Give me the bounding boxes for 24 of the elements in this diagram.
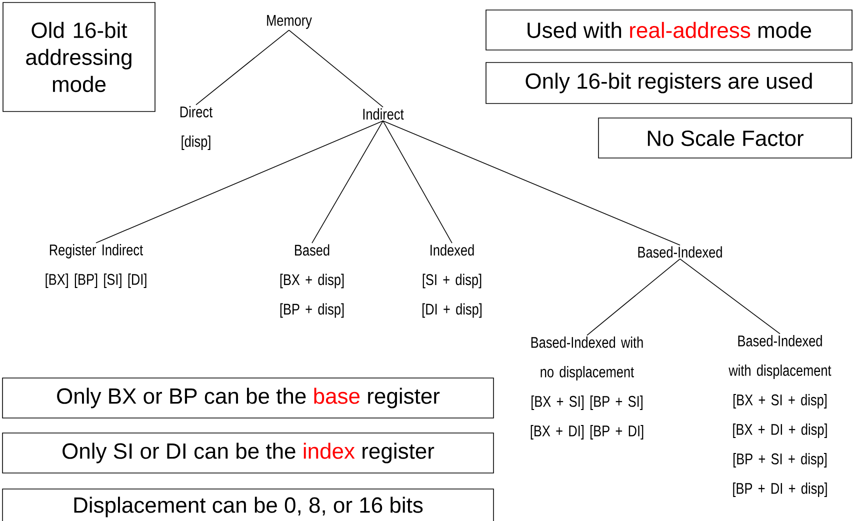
tree-line: [586, 258, 680, 336]
statement-box: Used with real-address mode: [486, 10, 852, 50]
statement-box: Only SI or DI can be the index register: [2, 432, 494, 474]
tree-line: [196, 30, 290, 106]
tree-line: [96, 120, 384, 244]
tree-line: [288, 30, 384, 108]
tree-label: Based [BX + disp] [BP + disp]: [280, 244, 344, 318]
tree-label: Based-Indexed: [638, 246, 722, 258]
tree-line: [382, 120, 452, 244]
tree-line: [680, 258, 780, 334]
tree-label: Direct [disp]: [180, 106, 212, 150]
statement-box: Old 16-bit addressing mode: [2, 2, 156, 112]
tree-label: Based-Indexed with no displacement [BX + SI] [BP + SI] [BX + DI] [BP + DI]: [530, 336, 644, 440]
tree-label: Indirect: [363, 108, 404, 120]
statement-box: No Scale Factor: [598, 118, 852, 158]
tree-label: Based-Indexed with displacement [BX + SI + disp] [BX + DI + disp] [BP + SI + disp] [BP + DI + disp]: [728, 335, 832, 497]
tree-label: Memory: [267, 15, 312, 29]
tree-label: Register Indirect [BX] [BP] [SI] [DI]: [46, 244, 146, 288]
statement-box: Displacement can be 0, 8, or 16 bits: [2, 488, 494, 521]
tree-label: Indexed [SI + disp] [DI + disp]: [422, 244, 482, 318]
tree-line: [312, 120, 384, 244]
tree-line: [382, 120, 680, 246]
statement-box: Only BX or BP can be the base register: [2, 378, 494, 418]
statement-box: Only 16-bit registers are used: [486, 62, 852, 104]
